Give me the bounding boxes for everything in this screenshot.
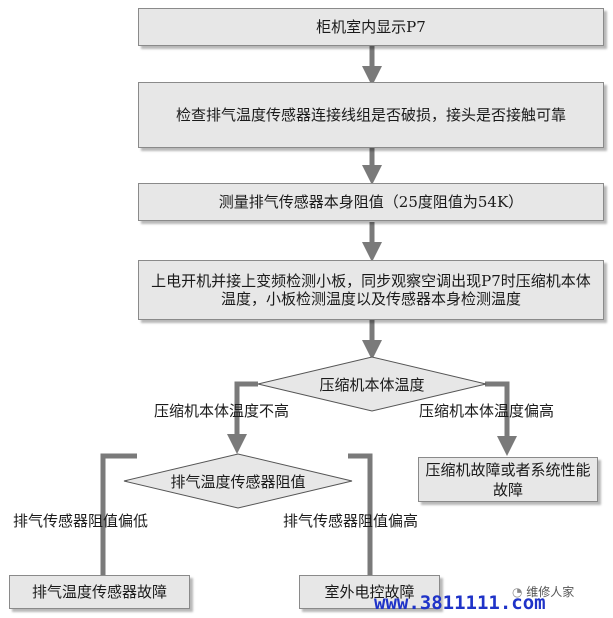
node-check-wiring: 检查排气温度传感器连接线组是否破损，接头是否接触可靠 xyxy=(138,82,604,148)
edge-compressor-low: 压缩机本体温度不高 xyxy=(154,402,290,420)
decision-compressor-diamond xyxy=(257,356,487,412)
node-outdoor-control-text: 室外电控故障 xyxy=(324,582,415,601)
node-start: 柜机室内显示P7 xyxy=(138,8,604,46)
decision-sensor-label: 排气温度传感器阻值 xyxy=(170,473,306,491)
decision-sensor-diamond xyxy=(123,453,353,509)
node-measure-resistance: 测量排气传感器本身阻值（25度阻值为54K） xyxy=(138,183,604,221)
node-observe-temps: 上电开机并接上变频检测小板，同步观察空调出现P7时压缩机本体温度，小板检测温度以… xyxy=(138,260,604,320)
node-sensor-fault: 排气温度传感器故障 xyxy=(9,575,190,609)
arrow-decision-low xyxy=(227,381,258,454)
arrow-decision-high xyxy=(485,381,517,456)
watermark-logo: ◔ 维修人家 xyxy=(512,583,574,600)
watermark-url: www.3811111.com xyxy=(374,592,546,614)
node-system-fault-text: 压缩机故障或者系统性能故障 xyxy=(425,460,591,499)
node-measure-resistance-text: 测量排气传感器本身阻值（25度阻值为54K） xyxy=(218,192,524,211)
node-system-fault: 压缩机故障或者系统性能故障 xyxy=(418,457,598,502)
node-sensor-fault-text: 排气温度传感器故障 xyxy=(31,582,167,601)
node-observe-temps-text: 上电开机并接上变频检测小板，同步观察空调出现P7时压缩机本体温度，小板检测温度以… xyxy=(151,272,591,308)
edge-resistance-low: 排气传感器阻值偏低 xyxy=(13,512,149,530)
arrow-sensor-high xyxy=(348,453,380,597)
edge-resistance-high: 排气传感器阻值偏高 xyxy=(283,512,419,530)
arrow-sensor-low xyxy=(93,453,137,597)
chat-bubble-icon: ◔ xyxy=(512,585,527,599)
node-check-wiring-text: 检查排气温度传感器连接线组是否破损，接头是否接触可靠 xyxy=(175,105,566,124)
node-start-text: 柜机室内显示P7 xyxy=(316,17,426,36)
node-outdoor-control: 室外电控故障 xyxy=(299,575,440,609)
decision-compressor-label: 压缩机本体温度 xyxy=(319,376,425,394)
edge-compressor-high: 压缩机本体温度偏高 xyxy=(419,402,555,420)
watermark-logo-text: 维修人家 xyxy=(526,585,575,599)
